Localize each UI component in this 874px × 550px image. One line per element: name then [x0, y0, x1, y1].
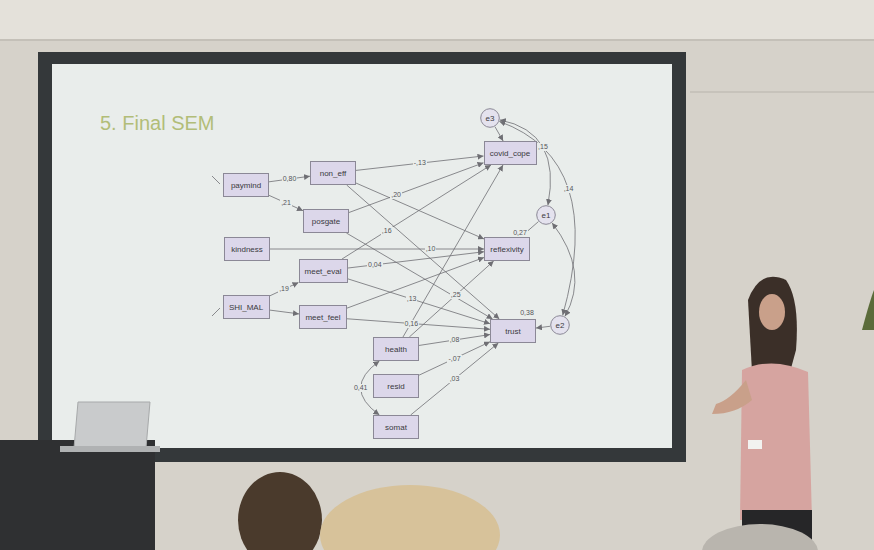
path-arrow: [346, 233, 492, 319]
coefficient-label: ,15: [537, 143, 549, 151]
coefficient-label: ,10: [425, 245, 437, 253]
variable-box: meet_feel: [299, 305, 347, 329]
coefficient-label: ,20: [390, 191, 402, 199]
variable-box: trust: [490, 319, 536, 343]
podium: [0, 440, 155, 550]
circle-shape: [537, 206, 556, 225]
variable-name: meet_feel: [305, 313, 340, 322]
input-arrow: [212, 176, 220, 184]
laptop-base: [60, 446, 160, 452]
badge: [748, 440, 762, 449]
variable-name: somat: [385, 423, 407, 432]
error-circle: e1: [536, 205, 556, 225]
variable-box: health: [373, 337, 419, 361]
coefficient-label: ,19: [278, 285, 290, 293]
wall-rail: [690, 91, 874, 93]
path-arrow: [347, 258, 484, 309]
variable-name: kindness: [231, 245, 263, 254]
variable-box: covid_cope: [484, 141, 537, 165]
path-arrow: [347, 319, 490, 330]
variable-box: non_eff: [310, 161, 356, 185]
coefficient-label: ,21: [280, 199, 292, 207]
coefficient-label: ,14: [563, 185, 575, 193]
coefficient-label: 0,80: [282, 175, 298, 183]
error-label: e1: [542, 211, 551, 220]
path-arrow: [348, 252, 485, 268]
ceiling: [0, 0, 874, 40]
variable-box: resid: [373, 374, 419, 398]
error-circle: e3: [480, 108, 500, 128]
variable-name: reflexivity: [490, 245, 523, 254]
circle-shape: [481, 109, 500, 128]
coefficient-label: 0,04: [367, 261, 383, 269]
presenter-hair: [748, 277, 797, 372]
variable-box: reflexivity: [484, 237, 530, 261]
variable-box: somat: [373, 415, 419, 439]
coefficient-label: ,08: [449, 336, 461, 344]
slide-title: 5. Final SEM: [100, 112, 214, 135]
coefficient-label: 0,16: [404, 320, 420, 328]
audience-head: [320, 485, 500, 550]
presenter-arm: [712, 380, 752, 414]
path-arrow: [356, 156, 484, 170]
screen-frame: [38, 52, 686, 462]
coefficient-label: -,07: [447, 355, 461, 363]
error-circle: e2: [550, 315, 570, 335]
path-arrow: [536, 326, 550, 328]
coefficient-label: ,16: [381, 227, 393, 235]
plant: [862, 290, 874, 330]
variable-box: paymind: [223, 173, 269, 197]
path-arrow: [495, 127, 503, 141]
variable-name: covid_cope: [490, 149, 530, 158]
path-arrow: [349, 163, 484, 213]
variable-name: paymind: [231, 181, 261, 190]
presenter-face: [759, 294, 785, 330]
path-arrow: [409, 261, 493, 337]
coefficient-label: -,13: [413, 159, 427, 167]
variable-box: posgate: [303, 209, 349, 233]
path-arrow: [270, 310, 300, 314]
audience-head: [702, 524, 818, 550]
circle-shape: [551, 316, 570, 335]
path-arrow: [411, 343, 499, 415]
path-arrow: [270, 282, 299, 296]
covariance-curve: [552, 223, 575, 316]
coefficient-label: ,03: [449, 375, 461, 383]
variable-box: SHI_MAL: [223, 295, 270, 319]
variable-box: kindness: [224, 237, 270, 261]
slide: [52, 64, 672, 448]
presenter-shirt: [740, 363, 812, 520]
coefficient-label: ,13: [406, 295, 418, 303]
path-arrow: [348, 279, 491, 324]
path-arrow: [342, 165, 491, 259]
variable-name: health: [385, 345, 407, 354]
error-label: e3: [486, 114, 495, 123]
laptop: [74, 402, 150, 448]
variable-name: meet_eval: [305, 267, 342, 276]
path-arrow: [269, 195, 303, 210]
path-arrow: [270, 249, 484, 250]
variable-name: resid: [387, 382, 404, 391]
input-arrow: [212, 308, 220, 316]
ceiling-edge: [0, 39, 874, 41]
presenter: [712, 277, 812, 550]
variable-name: SHI_MAL: [229, 303, 263, 312]
variable-name: posgate: [312, 217, 340, 226]
coefficient-label: 0,41: [353, 384, 369, 392]
variable-box: meet_eval: [299, 259, 348, 283]
error-label: e2: [556, 321, 565, 330]
r-squared-label: 0,38: [519, 309, 535, 317]
variable-name: non_eff: [320, 169, 347, 178]
variable-name: trust: [505, 327, 521, 336]
audience-head: [238, 472, 322, 550]
coefficient-label: ,25: [450, 291, 462, 299]
r-squared-label: 0,27: [512, 229, 528, 237]
path-arrow: [419, 335, 490, 346]
